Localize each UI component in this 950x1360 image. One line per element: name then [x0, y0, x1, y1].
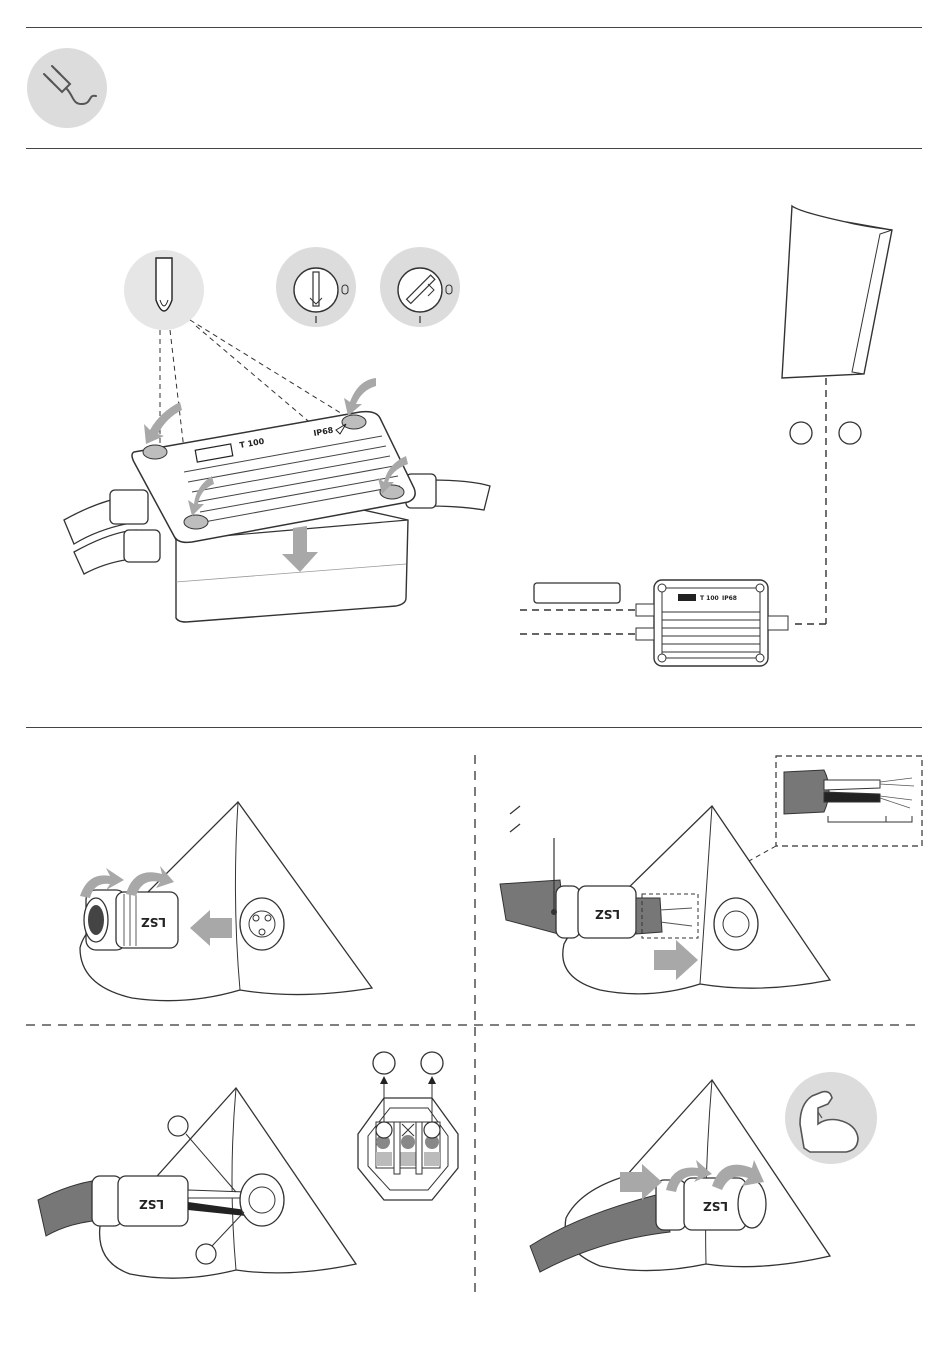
gland-marking-1: LSZ [141, 915, 166, 929]
step-connect-wires: LSZ [38, 1052, 458, 1278]
step-strip-cable: LSZ [500, 756, 922, 994]
step-unscrew-gland: LSZ [80, 802, 372, 1001]
flexed-arm-icon [785, 1072, 877, 1164]
step-tighten-gland: LSZ [530, 1072, 877, 1272]
gland-marking-3: LSZ [139, 1197, 164, 1211]
junction-box-small: T 100 IP68 [520, 580, 788, 666]
gland-marking-4: LSZ [703, 1199, 728, 1213]
screwdriver-icon [124, 250, 204, 330]
junction-box-large: T 100 IP68 [64, 378, 490, 622]
plug-with-cable-icon [27, 48, 107, 128]
small-box-model-label: T 100 [700, 595, 719, 602]
lock-open-icon [380, 247, 460, 327]
gland-marking-2: LSZ [595, 907, 620, 921]
small-box-rating-label: IP68 [722, 595, 737, 602]
lock-closed-icon [276, 247, 356, 327]
wall-device [782, 206, 892, 624]
